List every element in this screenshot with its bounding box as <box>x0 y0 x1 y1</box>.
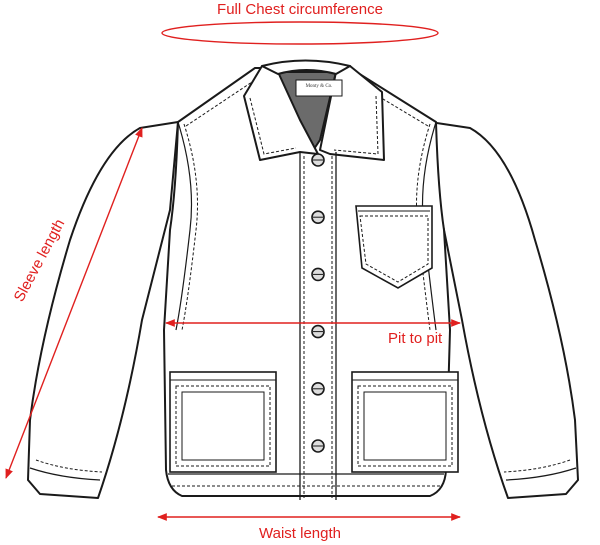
chest-circumference-marker <box>161 21 439 45</box>
pit-to-pit-label: Pit to pit <box>388 330 443 347</box>
right-pocket <box>351 371 459 473</box>
sleeve-length-arrow <box>5 127 143 479</box>
chest-circumference-label: Full Chest circumference <box>217 1 383 18</box>
left-pocket <box>169 371 277 473</box>
collar-back <box>261 59 351 75</box>
left-armhole-seam <box>175 121 193 331</box>
right-sleeve <box>429 121 579 499</box>
waist-length-label: Waist length <box>259 525 341 542</box>
brand-tag-text: Monty & Co. <box>305 84 333 89</box>
left-sleeve <box>27 121 179 499</box>
collar-left <box>243 65 319 161</box>
right-cuff <box>505 467 577 481</box>
chest-pocket <box>355 205 433 289</box>
buttons <box>311 153 325 453</box>
brand-tag <box>295 79 343 97</box>
